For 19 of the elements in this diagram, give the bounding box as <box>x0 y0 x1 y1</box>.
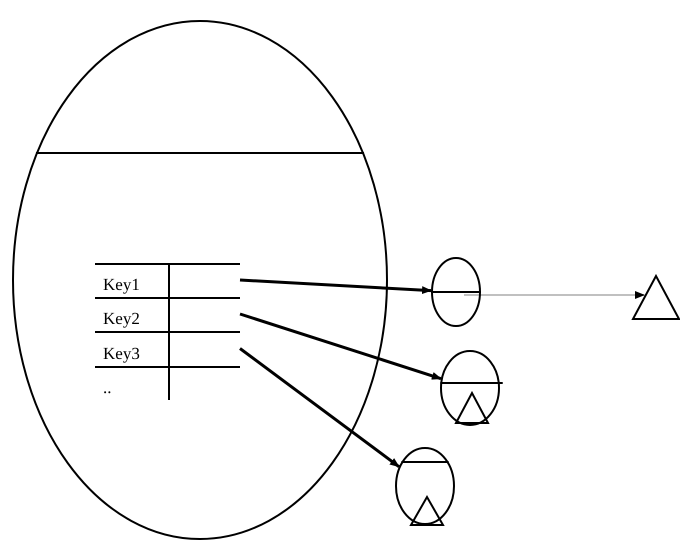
arrow <box>464 291 645 299</box>
ellipse-shape <box>12 20 388 540</box>
triangle-shape <box>632 275 680 320</box>
table-cell <box>95 331 170 366</box>
key-label: Key3 <box>103 344 140 364</box>
key-label: Key1 <box>103 275 140 295</box>
key-label: Key2 <box>103 309 140 329</box>
arrow <box>240 312 442 380</box>
triangle-shape <box>410 496 444 526</box>
key-label: .. <box>103 378 112 398</box>
ellipse-shape <box>440 350 500 426</box>
table-cell <box>95 297 170 331</box>
ellipse-shape <box>395 447 455 525</box>
table-cell <box>95 366 170 400</box>
ellipse-shape <box>431 257 481 327</box>
arrow <box>240 278 432 294</box>
table-cell <box>95 263 170 297</box>
arrow <box>239 347 400 468</box>
triangle-shape <box>455 392 489 424</box>
